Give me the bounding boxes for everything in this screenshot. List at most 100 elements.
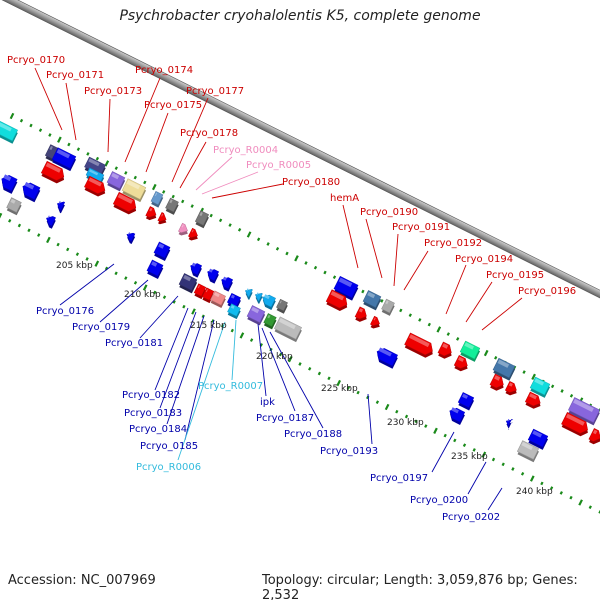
gene-feature [56,200,66,214]
tick-mark [569,393,574,398]
gene-label: Pcryo_0181 [105,338,163,349]
tick-mark [304,261,308,265]
tick-mark [0,212,3,220]
tick-mark [578,499,583,506]
tick-mark [443,433,447,438]
tick-mark [481,451,487,458]
gene-label: Pcryo_0195 [486,270,544,281]
gene-label: Pcryo_0178 [180,128,238,139]
gene-feature [84,175,106,197]
gene-feature [244,288,253,300]
gene-label: Pcryo_0197 [370,473,428,484]
tick-mark [520,471,525,476]
gene-label: Pcryo_0193 [320,446,378,457]
tick-mark [356,390,360,395]
tick-mark [95,156,100,161]
tick-mark [472,448,476,452]
gene-feature [527,428,549,450]
tick-mark [143,180,147,185]
gene-label: Pcryo_0196 [518,286,576,297]
gene-label: Pcryo_0187 [256,413,314,424]
tick-mark [287,356,293,363]
tick-mark [433,427,438,434]
tick-mark [323,270,327,275]
gene-feature [453,355,468,372]
rna-label: Pcryo_R0005 [246,160,311,171]
tick-mark [162,295,167,300]
tick-mark [494,355,498,360]
gene-feature [44,144,60,163]
tick-mark [182,304,186,309]
tick-label: 230 kbp [387,418,424,428]
tick-mark [285,251,289,256]
tick-mark [549,486,554,490]
gene-feature [178,222,188,236]
tick-mark [124,171,128,175]
tick-mark [94,260,100,267]
gene-feature [194,210,210,229]
gene-label: Pcryo_0171 [46,70,104,81]
gene-feature [227,303,241,320]
tick-mark [75,252,80,257]
gene-label: Pcryo_0182 [122,390,180,401]
gene-feature [207,268,220,284]
gene-feature [404,332,433,358]
gene-label: Pcryo_0192 [424,238,482,249]
gene-feature [40,160,65,184]
tick-mark [37,233,41,237]
gene-feature [210,290,226,309]
tick-mark [19,118,24,123]
gene-feature [489,373,504,391]
tick-mark [332,275,337,280]
gene-feature [190,262,203,278]
gene-label: Pcryo_0170 [7,55,65,66]
gene-feature [178,273,198,294]
gene-feature [221,276,234,292]
gene-feature [376,347,398,369]
tick-mark [404,414,409,419]
tick-mark [456,337,460,341]
gene-feature [505,418,514,430]
gene-feature [459,340,481,362]
tick-mark [86,152,90,156]
tick-mark [201,314,205,319]
gene-label: hemA [330,193,359,204]
gene-feature [457,392,475,411]
tick-mark [298,362,302,366]
gene-feature [262,294,276,311]
gene-feature [157,212,167,225]
tick-mark [133,175,137,180]
tick-mark [313,265,318,270]
tick-mark [76,147,81,152]
tick-mark [375,400,380,405]
rna-label: Pcryo_R0004 [213,145,278,156]
tick-mark [124,276,128,280]
genome-summary-text: Topology: circular; Length: 3,059,876 bp… [262,573,578,600]
gene-feature [153,241,171,261]
gene-feature [254,292,263,304]
features-layer [0,120,600,463]
gene-feature [274,316,302,343]
gene-feature [51,147,77,172]
tick-mark [17,223,22,228]
tick-mark [294,255,299,262]
gene-feature [22,181,41,203]
tick-mark [275,246,280,251]
gene-label: Pcryo_0177 [186,86,244,97]
tick-mark [483,349,489,357]
gene-label: Pcryo_0202 [442,512,500,523]
tick-mark [522,370,526,374]
tick-mark [308,366,312,371]
tick-mark [598,510,600,514]
gene-label: Pcryo_0194 [455,254,513,265]
tick-mark [529,475,535,482]
tick-mark [48,133,52,137]
tick-mark [427,322,431,327]
tick-mark [560,389,564,393]
gene-feature [121,178,147,203]
tick-mark [436,326,442,333]
tick-mark [418,318,422,322]
gene-label: Pcryo_0175 [144,100,202,111]
tick-label: 215 kbp [190,321,227,331]
